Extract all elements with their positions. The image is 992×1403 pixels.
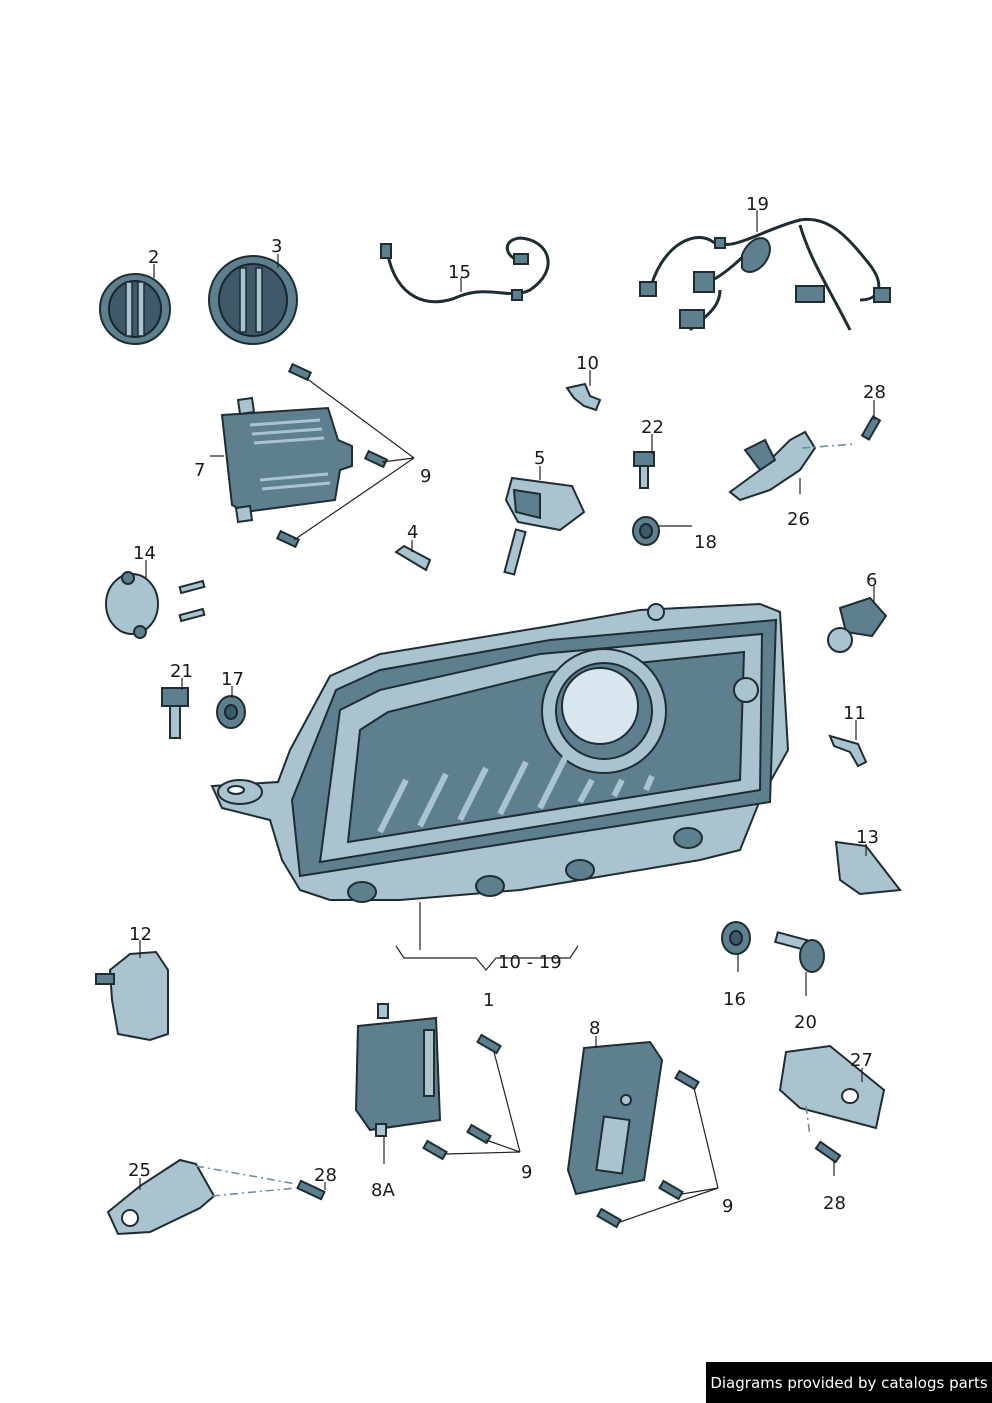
- part-22-screw: [633, 451, 655, 489]
- part-1-headlight: [210, 602, 790, 971]
- callout-9-lower-middle: 9: [521, 1162, 532, 1183]
- callout-5: 5: [534, 448, 545, 469]
- part-8a-control-unit: [354, 1003, 442, 1137]
- callout-17: 17: [221, 669, 244, 690]
- part-25-bracket: [106, 1158, 326, 1236]
- part-10-connector: [565, 382, 602, 412]
- callout-11: 11: [843, 703, 866, 724]
- part-8-control-unit: [566, 1040, 664, 1196]
- part-15-wire: [380, 236, 550, 304]
- callout-9-lower-right: 9: [722, 1196, 733, 1217]
- part-21-bolt: [161, 687, 189, 739]
- part-26-bracket: [728, 430, 856, 502]
- part-18-nut: [632, 516, 660, 546]
- callout-1: 1: [483, 990, 494, 1011]
- callout-7: 7: [194, 460, 205, 481]
- callout-28-upper: 28: [863, 382, 886, 403]
- callout-20: 20: [794, 1012, 817, 1033]
- callout-12: 12: [129, 924, 152, 945]
- callout-16: 16: [723, 989, 746, 1010]
- label-leaders: [139, 210, 875, 1190]
- callout-10-19: 10 - 19: [498, 952, 562, 973]
- callout-28-left: 28: [314, 1165, 337, 1186]
- part-4-bulb: [394, 544, 432, 572]
- part-17-nut: [216, 695, 246, 729]
- callout-21: 21: [170, 661, 193, 682]
- callout-6: 6: [866, 570, 877, 591]
- callout-3: 3: [271, 236, 282, 257]
- callout-labels: 1 2 3 4 5 6 7 8 8A 9 9 9 10 10 - 19 11 1…: [128, 194, 886, 1217]
- callout-13: 13: [856, 827, 879, 848]
- part-28-screw-upper: [860, 415, 882, 441]
- callout-9-upper: 9: [420, 466, 431, 487]
- part-2-cap: [99, 273, 171, 345]
- callout-10: 10: [576, 353, 599, 374]
- part-6-bulb-holder: [827, 596, 888, 653]
- part-5-bulb: [503, 476, 586, 576]
- part-11-clip: [828, 734, 868, 768]
- part-27-bracket: [778, 1044, 886, 1164]
- callout-26: 26: [787, 509, 810, 530]
- part-7-control-unit: [220, 396, 353, 524]
- callout-8: 8: [589, 1018, 600, 1039]
- callout-15: 15: [448, 262, 471, 283]
- callout-22: 22: [641, 417, 664, 438]
- part-16-nut: [721, 921, 751, 955]
- callout-28-right: 28: [823, 1193, 846, 1214]
- screws-9-lower-middle: [422, 1033, 521, 1161]
- screws-9-lower-right: [596, 1069, 719, 1229]
- part-13-cap: [834, 840, 902, 896]
- screws-9-upper: [275, 362, 415, 549]
- callout-27: 27: [850, 1050, 873, 1071]
- credit-banner: Diagrams provided by catalogs parts: [706, 1362, 992, 1403]
- part-3-cap: [208, 255, 298, 345]
- callout-4: 4: [407, 522, 418, 543]
- callout-14: 14: [133, 543, 156, 564]
- part-19-harness: [639, 217, 891, 332]
- callout-18: 18: [694, 532, 717, 553]
- part-20-bolt: [773, 931, 825, 973]
- part-14-cover: [105, 571, 206, 639]
- callout-2: 2: [148, 247, 159, 268]
- part-12-adjuster: [95, 950, 169, 1042]
- callout-25: 25: [128, 1160, 151, 1181]
- callout-19: 19: [746, 194, 769, 215]
- callout-8a: 8A: [371, 1180, 395, 1201]
